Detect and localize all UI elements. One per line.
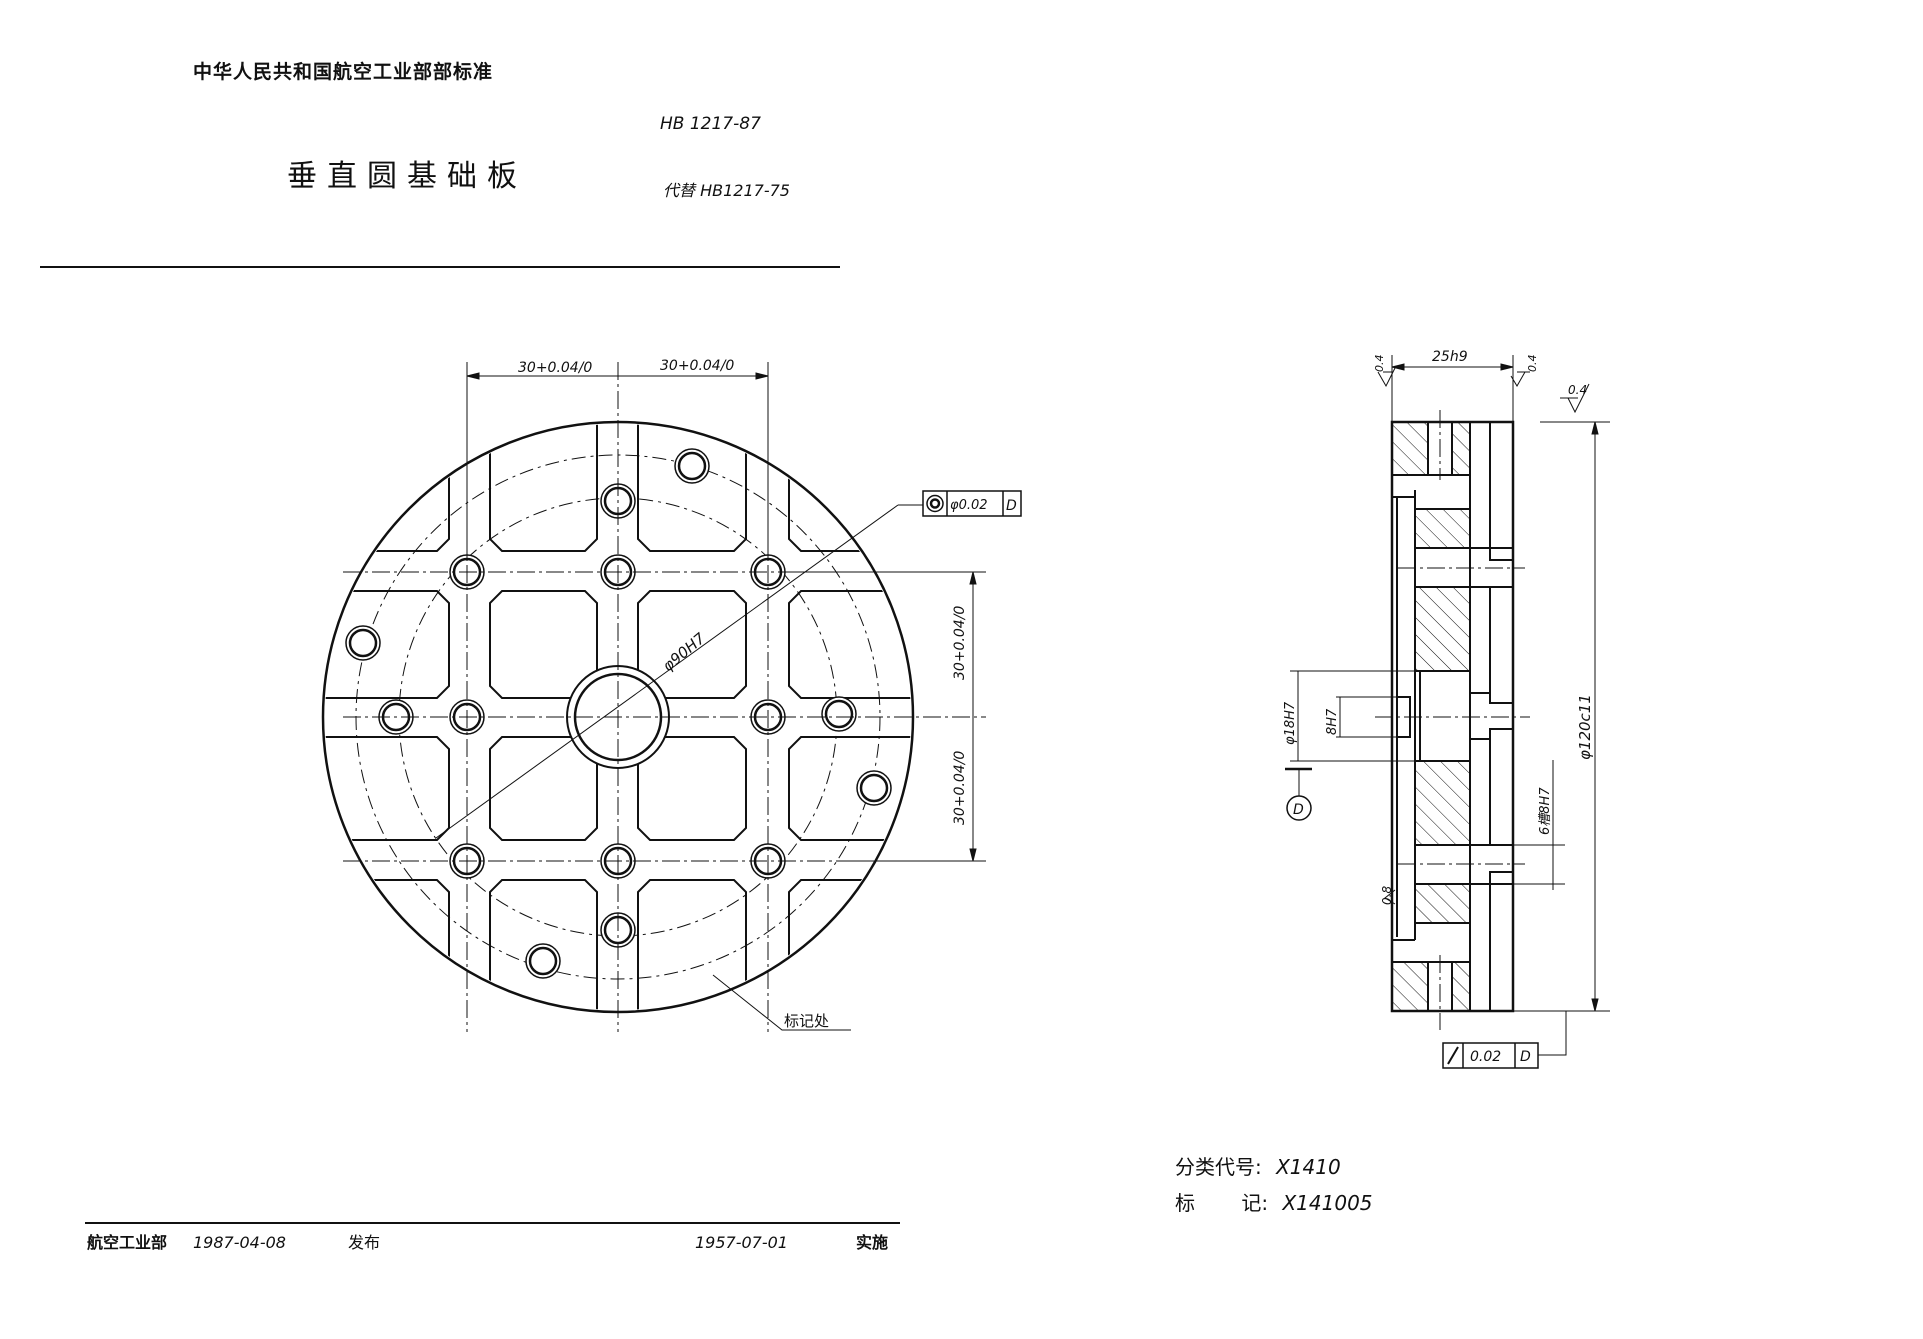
standard-number: HB 1217-87 bbox=[660, 114, 761, 134]
issuer-heading: 中华人民共和国航空工业部部标准 bbox=[193, 61, 494, 83]
pocket bbox=[637, 879, 747, 1010]
footer-issue-word: 发布 bbox=[348, 1233, 381, 1252]
pocket bbox=[788, 590, 911, 699]
runout-datum: D bbox=[1520, 1049, 1531, 1065]
classification-code-label: 分类代号: bbox=[1175, 1155, 1262, 1179]
hole bbox=[859, 773, 889, 803]
thickness-dim: 25h9 bbox=[1432, 349, 1468, 365]
outer-diameter-dim: φ120c11 bbox=[1576, 694, 1594, 760]
classification-code: 分类代号: X1410 bbox=[1175, 1157, 1341, 1177]
slots-dim: 6槽8H7 bbox=[1538, 787, 1553, 835]
side-view bbox=[1285, 355, 1610, 1069]
pocket bbox=[788, 736, 911, 841]
datum-d-circle bbox=[1286, 795, 1312, 821]
mark-code-label-1: 标 bbox=[1175, 1191, 1195, 1215]
position-tol-value: φ0.02 bbox=[950, 498, 988, 513]
pocket bbox=[325, 879, 450, 1010]
concentricity-icon bbox=[926, 494, 944, 513]
footer-effective-date: 1957-07-01 bbox=[695, 1233, 788, 1252]
key-width-dim: 8H7 bbox=[1325, 708, 1340, 735]
runout-icon bbox=[1447, 1046, 1459, 1065]
roughness-right: 0.4 bbox=[1526, 355, 1539, 373]
hole bbox=[677, 451, 707, 481]
runout-value: 0.02 bbox=[1470, 1049, 1501, 1065]
roughness-bore: 0.8 bbox=[1380, 886, 1394, 905]
pilot-diameter-dim: φ18H7 bbox=[1283, 701, 1298, 745]
footer-issue-date: 1987-04-08 bbox=[193, 1233, 286, 1252]
pocket bbox=[637, 590, 747, 699]
position-tol-datum: D bbox=[1006, 498, 1017, 514]
pocket bbox=[637, 424, 747, 552]
dim-top-left: 30+0.04/0 bbox=[518, 360, 592, 376]
header-rule bbox=[40, 266, 840, 268]
mark-code: 标 记: X141005 bbox=[1175, 1193, 1373, 1213]
hole bbox=[348, 628, 378, 658]
replaces-standard: 代替 HB1217-75 bbox=[663, 181, 790, 200]
roughness-left: 0.4 bbox=[1373, 355, 1386, 373]
pocket bbox=[788, 879, 911, 1010]
mark-code-value: X141005 bbox=[1282, 1191, 1373, 1215]
pocket bbox=[325, 736, 450, 841]
datum-d-label: D bbox=[1293, 802, 1304, 818]
pocket bbox=[489, 879, 598, 1010]
footer-effective-word: 实施 bbox=[856, 1233, 889, 1252]
mark-code-label-2: 记: bbox=[1241, 1191, 1269, 1215]
bore-label: φ90H7 bbox=[659, 629, 709, 675]
document-title: 垂直圆基础板 bbox=[287, 159, 527, 194]
roughness-general: 0.4 bbox=[1568, 383, 1587, 397]
hole bbox=[824, 699, 854, 729]
dim-right-upper: 30+0.04/0 bbox=[952, 606, 968, 680]
mark-location-label: 标记处 bbox=[784, 1012, 829, 1030]
classification-code-value: X1410 bbox=[1276, 1155, 1341, 1179]
footer-rule bbox=[85, 1222, 900, 1224]
dim-top-right: 30+0.04/0 bbox=[660, 358, 734, 374]
pocket bbox=[325, 424, 450, 552]
hole bbox=[528, 946, 558, 976]
footer-publisher: 航空工业部 bbox=[87, 1233, 168, 1252]
pocket bbox=[325, 590, 450, 699]
front-view bbox=[321, 362, 1022, 1032]
pocket bbox=[637, 736, 747, 841]
pocket bbox=[489, 424, 598, 552]
pocket bbox=[788, 424, 911, 552]
dim-right-lower: 30+0.04/0 bbox=[952, 751, 968, 825]
